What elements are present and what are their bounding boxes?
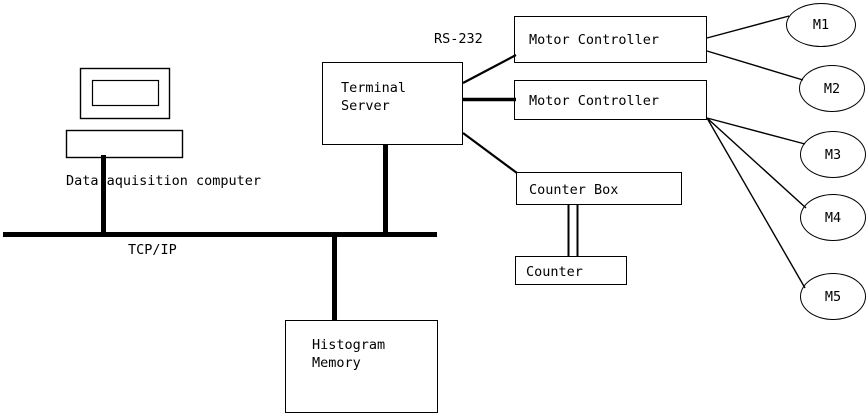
motor-m4-label: M4	[824, 209, 842, 226]
motor-m2-label: M2	[823, 80, 841, 97]
motor-m2[interactable]: M2	[799, 65, 865, 112]
wire-motor-controller-1-to-m1	[706, 15, 790, 39]
histogram-memory-label: Histogram Memory	[312, 337, 386, 371]
histogram-memory-box[interactable]: Histogram Memory	[285, 320, 438, 413]
motor-controller-2-box[interactable]: Motor Controller	[514, 80, 707, 120]
counter-box[interactable]: Counter	[515, 256, 627, 285]
counter-label: Counter	[526, 264, 583, 280]
counter-box-label: Counter Box	[529, 182, 619, 198]
wire-terminal-server-to-motor-controller-1	[462, 54, 517, 84]
terminal-server-label: Terminal Server	[341, 80, 407, 114]
terminal-server-box[interactable]: Terminal Server	[322, 62, 463, 145]
computer-monitor-screen	[91, 79, 160, 107]
motor-m5[interactable]: M5	[800, 273, 866, 320]
wire-motor-controller-2-to-m5	[706, 117, 806, 289]
wire-motor-controller-2-to-m3	[706, 117, 806, 145]
motor-m5-label: M5	[824, 288, 842, 305]
rs232-link-label: RS-232	[434, 31, 483, 47]
motor-m3-label: M3	[824, 146, 842, 163]
tcpip-bus-label: TCP/IP	[128, 242, 177, 258]
motor-controller-1-label: Motor Controller	[529, 32, 660, 48]
wire-terminal-server-to-counter-box	[462, 132, 518, 174]
motor-controller-1-box[interactable]: Motor Controller	[514, 16, 707, 63]
data-acquisition-computer-label: Data aquisition computer	[66, 173, 262, 189]
motor-m3[interactable]: M3	[800, 131, 866, 178]
wire-motor-controller-2-to-m4	[706, 117, 807, 209]
wire-motor-controller-1-to-m2	[706, 50, 804, 81]
motor-m4[interactable]: M4	[800, 194, 866, 241]
computer-monitor-bezel	[79, 67, 171, 120]
motor-m1-label: M1	[812, 17, 830, 33]
motor-controller-2-label: Motor Controller	[529, 93, 660, 109]
computer-base-unit	[65, 129, 184, 159]
motor-m1[interactable]: M1	[786, 3, 856, 47]
counter-box-box[interactable]: Counter Box	[516, 172, 682, 205]
